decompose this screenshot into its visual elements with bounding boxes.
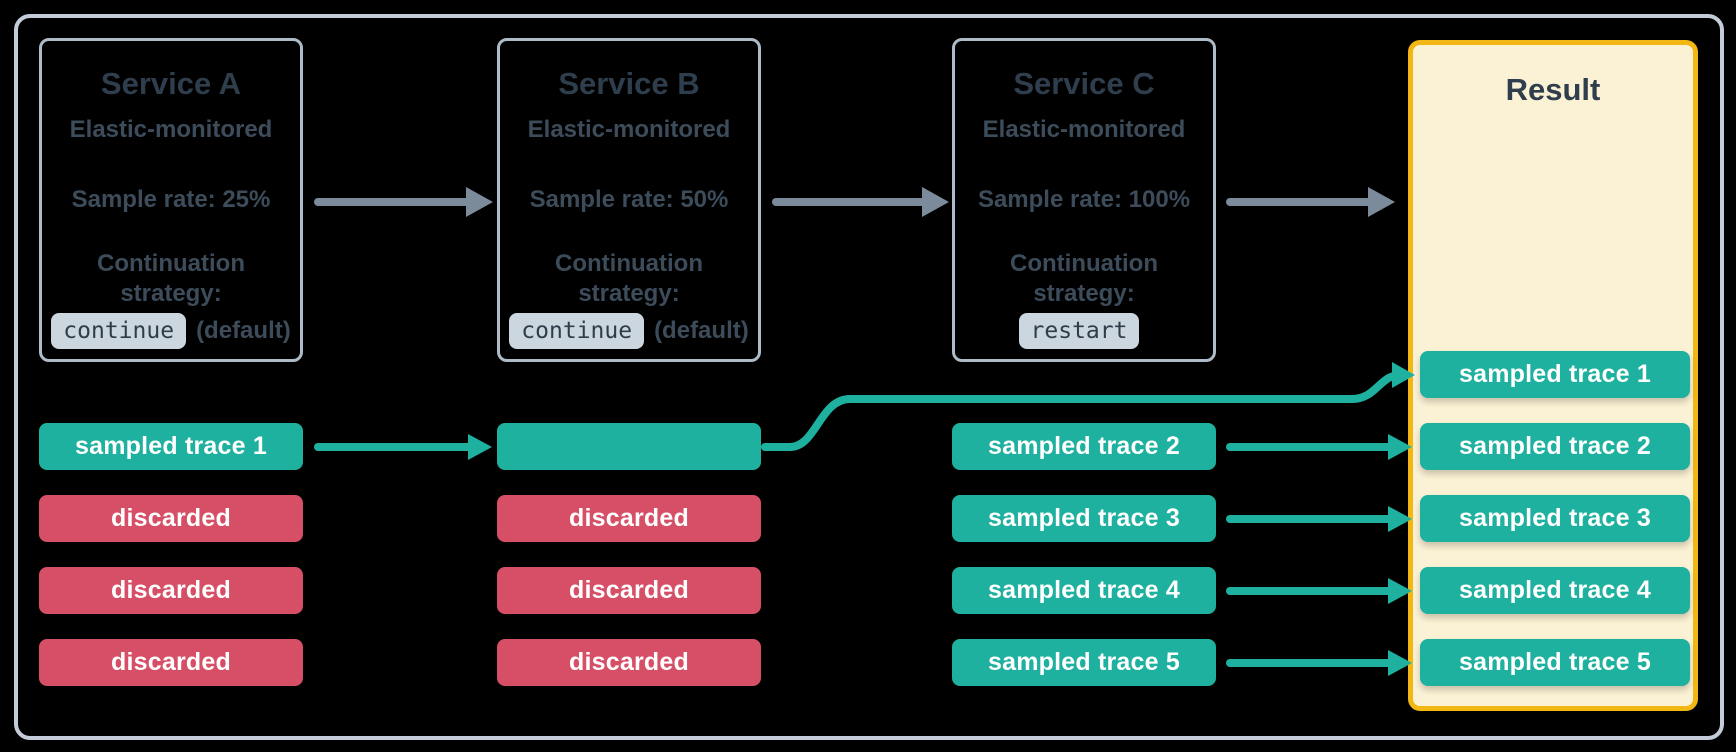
result-badge-sampled-trace-5: sampled trace 5 [1420,639,1690,686]
service-b-monitoring: Elastic-monitored [527,116,731,143]
result-title: Result [1505,72,1601,107]
service-c-title: Service C [1013,66,1155,101]
service-b-title: Service B [558,66,700,101]
service-a-continuation-label: Continuation strategy: [97,250,245,307]
service-a-strategy-row: continue (default) [51,313,291,349]
col3-badge-sampled-trace-4: sampled trace 4 [952,567,1216,614]
result-badge-sampled-trace-4: sampled trace 4 [1420,567,1690,614]
col2-badge-discarded-2: discarded [497,567,761,614]
service-c-strategy-row: restart [1018,313,1150,349]
service-b-box: Service B Elastic-monitored Sample rate:… [497,38,761,362]
col3-badge-sampled-trace-3: sampled trace 3 [952,495,1216,542]
col1-badge-sampled-trace-1: sampled trace 1 [39,423,303,470]
service-a-monitoring: Elastic-monitored [69,116,273,143]
col1-badge-discarded-2: discarded [39,567,303,614]
col1-badge-discarded-1: discarded [39,495,303,542]
service-c-continuation-label: Continuation strategy: [1010,250,1158,307]
col2-badge-sampled-empty [497,423,761,470]
service-b-continuation-label: Continuation strategy: [555,250,703,307]
service-c-monitoring: Elastic-monitored [982,116,1186,143]
result-badge-sampled-trace-1: sampled trace 1 [1420,351,1690,398]
service-a-title: Service A [100,66,242,101]
service-a-strategy-suffix: (default) [196,317,291,344]
service-b-sample-rate: Sample rate: 50% [529,186,729,213]
col3-badge-sampled-trace-5: sampled trace 5 [952,639,1216,686]
col2-badge-discarded-1: discarded [497,495,761,542]
service-a-strategy-chip: continue [51,313,187,349]
result-badge-sampled-trace-3: sampled trace 3 [1420,495,1690,542]
col2-badge-discarded-3: discarded [497,639,761,686]
service-b-strategy-suffix: (default) [654,317,749,344]
service-b-strategy-chip: continue [509,313,645,349]
service-b-strategy-row: continue (default) [509,313,749,349]
service-c-strategy-chip: restart [1018,313,1140,349]
result-badge-sampled-trace-2: sampled trace 2 [1420,423,1690,470]
service-c-sample-rate: Sample rate: 100% [977,186,1191,213]
service-a-sample-rate: Sample rate: 25% [71,186,271,213]
col3-badge-sampled-trace-2: sampled trace 2 [952,423,1216,470]
service-a-box: Service A Elastic-monitored Sample rate:… [39,38,303,362]
col1-badge-discarded-3: discarded [39,639,303,686]
service-c-box: Service C Elastic-monitored Sample rate:… [952,38,1216,362]
outer-frame [14,14,1724,740]
